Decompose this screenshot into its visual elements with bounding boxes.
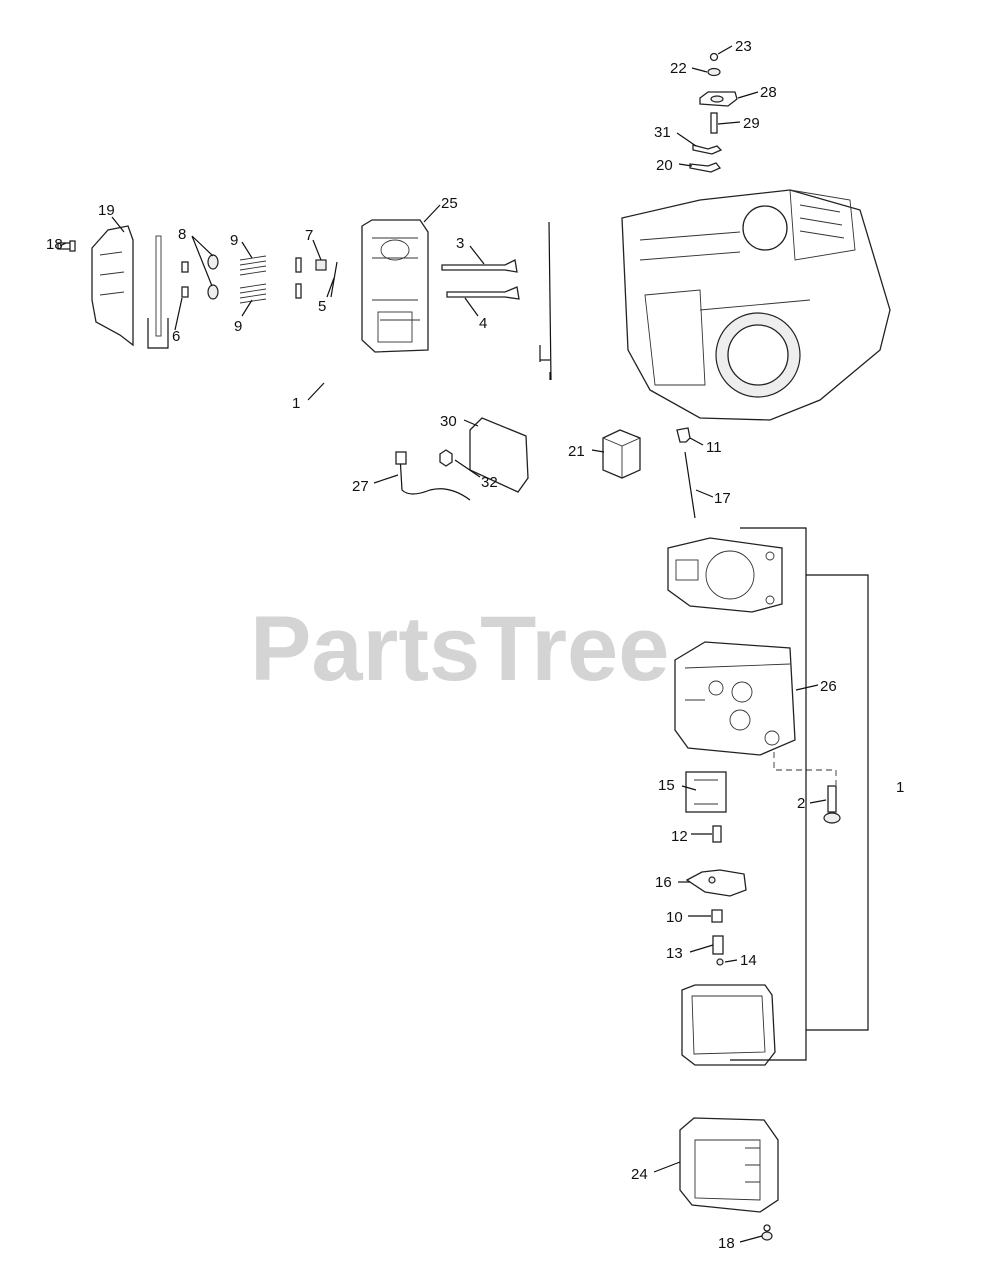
- part-plate-30: [469, 417, 529, 493]
- callout-12: 12: [671, 828, 688, 845]
- callout-28: 28: [760, 84, 777, 101]
- part-valves-3-4: [441, 259, 520, 300]
- part-bolt-2: [773, 752, 841, 824]
- part-stud-12: [712, 825, 722, 843]
- callout-7: 7: [305, 227, 313, 244]
- part-bracket-28: [699, 91, 738, 107]
- callout-14: 14: [740, 952, 757, 969]
- callout-24: 24: [631, 1166, 648, 1183]
- part-pins-7: [295, 257, 338, 299]
- callout-20: 20: [656, 157, 673, 174]
- part-bracket-6: [147, 261, 189, 349]
- part-valve-cover-gasket: [681, 984, 776, 1066]
- callout-1-right: 1: [896, 779, 904, 796]
- callout-15: 15: [658, 777, 675, 794]
- callout-4: 4: [479, 315, 487, 332]
- callout-21: 21: [568, 443, 585, 460]
- callout-31: 31: [654, 124, 671, 141]
- part-nut-14: [716, 958, 724, 966]
- assembly-bracket: [730, 527, 869, 1061]
- part-bolt-18-bottom: [761, 1224, 773, 1241]
- part-valve-cover-24: [679, 1117, 779, 1213]
- part-block-25: [361, 219, 429, 353]
- leader-lines: [59, 45, 827, 1243]
- part-cylinder-head-26: [674, 641, 796, 756]
- callout-2: 2: [797, 795, 805, 812]
- callout-29: 29: [743, 115, 760, 132]
- callout-17: 17: [714, 490, 731, 507]
- part-hose-27: [395, 451, 471, 501]
- part-clip-20: [689, 162, 722, 173]
- callout-26: 26: [820, 678, 837, 695]
- part-gasket-vertical: [540, 221, 552, 381]
- callout-labels: 1 1 2 3 4 5 6 7 8 9 9 10 11 12 13 14 15 …: [46, 38, 904, 1252]
- callout-23: 23: [735, 38, 752, 55]
- callout-30: 30: [440, 413, 457, 430]
- callout-10: 10: [666, 909, 683, 926]
- callout-32: 32: [481, 474, 498, 491]
- part-bolt-11: [676, 427, 691, 443]
- callout-5: 5: [318, 298, 326, 315]
- callout-16: 16: [655, 874, 672, 891]
- callout-1-left: 1: [292, 395, 300, 412]
- callout-19: 19: [98, 202, 115, 219]
- part-gasket-strip: [155, 235, 162, 337]
- part-pushrod-17: [684, 451, 696, 519]
- part-cube-21: [602, 429, 641, 479]
- part-bolt-23: [709, 52, 719, 62]
- callout-9-bottom: 9: [234, 318, 242, 335]
- part-engine-block: [621, 189, 891, 421]
- part-rocker-16: [685, 869, 747, 897]
- watermark: PartsTree: [250, 598, 669, 700]
- left-valve-bracket: [539, 345, 551, 380]
- part-stud-29: [710, 112, 718, 134]
- callout-13: 13: [666, 945, 683, 962]
- callout-27: 27: [352, 478, 369, 495]
- callout-18-top: 18: [46, 236, 63, 253]
- callout-3: 3: [456, 235, 464, 252]
- part-head-gasket: [667, 537, 783, 613]
- callout-8: 8: [178, 226, 186, 243]
- part-clip-31: [692, 144, 723, 155]
- callout-11: 11: [706, 439, 722, 456]
- part-washer-22: [707, 67, 721, 77]
- part-springs-9: [239, 255, 267, 304]
- part-nut-32: [439, 449, 453, 467]
- callout-22: 22: [670, 60, 687, 77]
- part-retainers-8: [207, 254, 219, 300]
- part-nut-10: [711, 909, 723, 923]
- callout-6: 6: [172, 328, 180, 345]
- callout-18-bottom: 18: [718, 1235, 735, 1252]
- part-cover-19: [91, 225, 134, 347]
- callout-25: 25: [441, 195, 458, 212]
- part-adjuster-13: [712, 935, 724, 955]
- callout-9-top: 9: [230, 232, 238, 249]
- part-plate-15: [685, 771, 727, 813]
